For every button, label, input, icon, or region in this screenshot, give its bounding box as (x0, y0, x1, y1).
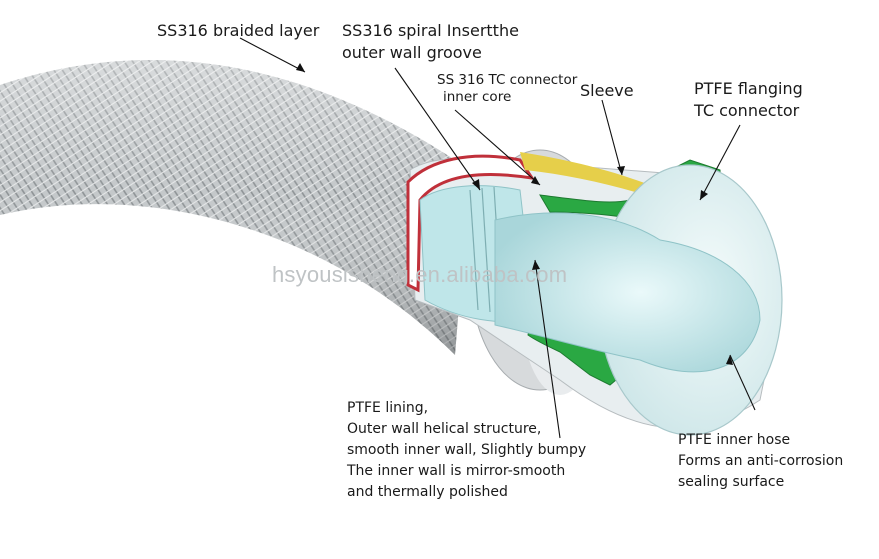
label-connector-line-1: SS 316 TC connector (437, 72, 578, 88)
label-spiral-line-2: outer wall groove (342, 43, 482, 62)
label-inner-hose-line-2: Forms an anti-corrosion (678, 453, 844, 469)
watermark: hsyousisheng.en.alibaba.com (272, 262, 568, 287)
label-lining-line-3: smooth inner wall, Slightly bumpy (347, 442, 587, 458)
label-flanging-line-1: PTFE flanging (694, 79, 803, 98)
label-ptfe-lining: PTFE lining, Outer wall helical structur… (347, 398, 586, 503)
label-ptfe-flanging: PTFE flanging TC connector (694, 78, 803, 122)
label-connector-line-2: inner core (443, 89, 512, 105)
leader-lines (239, 37, 756, 439)
label-sleeve: Sleeve (580, 81, 634, 100)
label-spiral-line-1: SS316 spiral Insertthe (342, 21, 519, 40)
label-tc-connector-core: SS 316 TC connector inner core (437, 72, 577, 106)
label-lining-line-1: PTFE lining, (347, 400, 429, 416)
sleeve-stripe (520, 152, 655, 198)
label-spiral-insert: SS316 spiral Insertthe outer wall groove (342, 20, 519, 64)
ptfe-inner-hose (494, 212, 761, 373)
label-inner-hose-line-1: PTFE inner hose (678, 432, 791, 448)
label-inner-hose-line-3: sealing surface (678, 474, 785, 490)
label-lining-line-4: The inner wall is mirror-smooth (347, 463, 566, 479)
label-lining-line-5: and thermally polished (347, 484, 508, 500)
label-lining-line-2: Outer wall helical structure, (347, 421, 542, 437)
label-ptfe-inner-hose: PTFE inner hose Forms an anti-corrosion … (678, 430, 843, 493)
label-flanging-line-2: TC connector (694, 101, 800, 120)
label-braided-layer: SS316 braided layer (157, 21, 320, 40)
